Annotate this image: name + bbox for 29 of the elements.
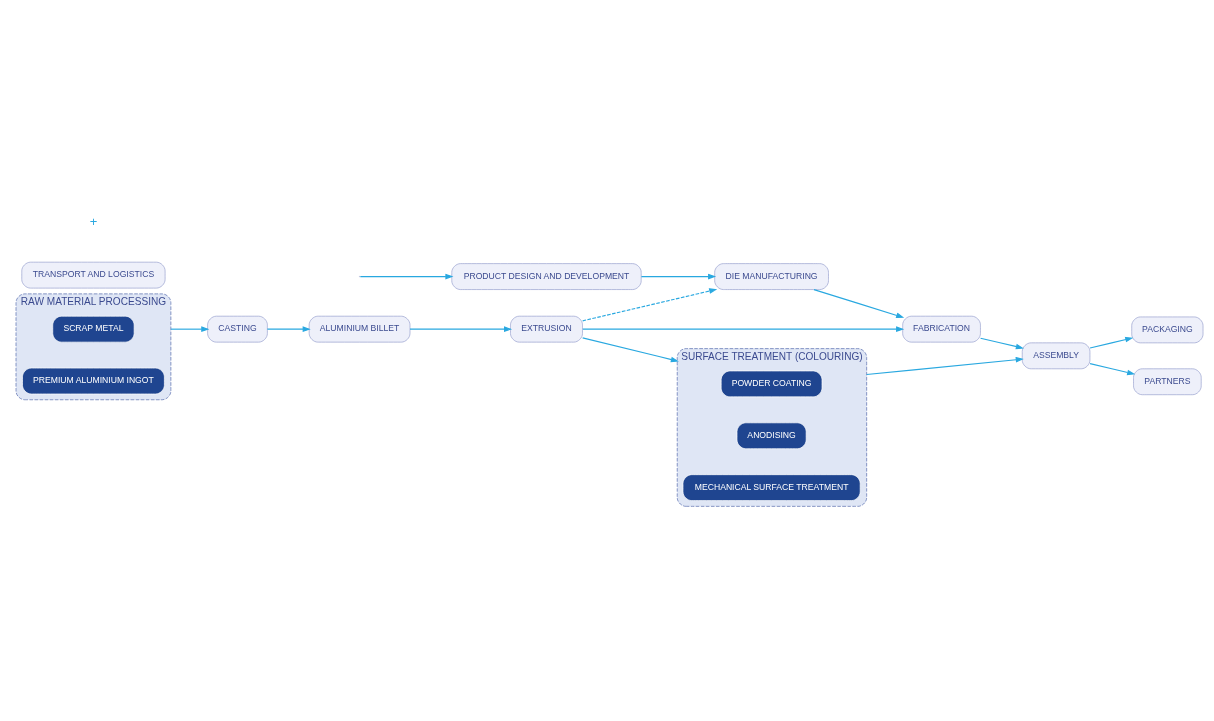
node-box: PARTNERS: [1133, 368, 1202, 396]
node-box: PACKAGING: [1131, 316, 1204, 344]
node-box: SCRAP METAL: [52, 315, 135, 343]
arrow: [813, 289, 905, 319]
node-box: DIE MANUFACTURING: [714, 263, 829, 290]
arrow: [1089, 363, 1136, 376]
arrow: [866, 356, 1024, 376]
node-box: ALUMINIUM BILLET: [308, 315, 411, 343]
label: +: [89, 213, 98, 229]
node-box: FABRICATION: [902, 315, 981, 343]
node-box: TRANSPORT AND LOGISTICS: [21, 261, 166, 289]
arrow: [170, 326, 210, 332]
arrow: [980, 337, 1024, 350]
node-box: CASTING: [207, 315, 268, 343]
arrow: [266, 326, 311, 332]
arrow: [582, 326, 905, 332]
arrow: [409, 326, 513, 332]
node-box: PREMIUM ALUMINIUM INGOT: [22, 367, 165, 395]
arrow: [582, 288, 718, 322]
node-box: POWDER COATING: [720, 370, 823, 398]
arrow: [582, 337, 679, 363]
node-box: PRODUCT DESIGN AND DEVELOPMENT: [451, 263, 642, 290]
arrow: [359, 273, 454, 280]
node-box: ANODISING: [736, 422, 807, 450]
arrow: [1089, 336, 1134, 349]
node-box: ASSEMBLY: [1021, 342, 1091, 370]
node-box: MECHANICAL SURFACE TREATMENT: [682, 474, 861, 501]
arrow: [640, 273, 717, 280]
node-box: EXTRUSION: [510, 315, 583, 343]
